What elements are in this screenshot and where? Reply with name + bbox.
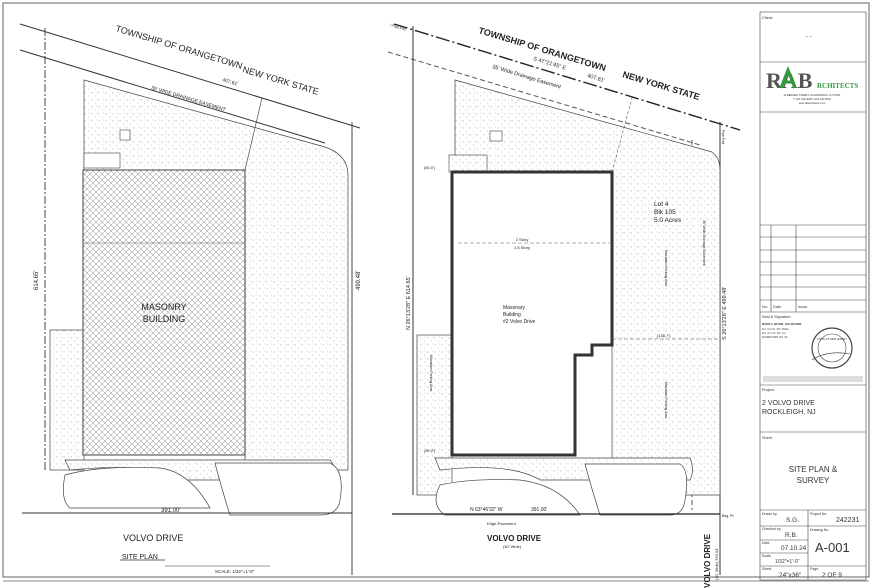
acres-label: 5.0 Acres <box>654 217 682 224</box>
architect-name: RAMI A. BITAR, AIA NCARB <box>762 322 802 326</box>
logo-web: www.rabarchitects.com <box>799 101 826 105</box>
project-address: 2 VOLVO DRIVE <box>762 400 815 407</box>
license: R.A. NY LIC. NO. 21... <box>762 332 787 335</box>
masonry-building <box>82 169 246 456</box>
architect-seal <box>811 327 853 369</box>
bottom-bearing: N 63°46'32" W <box>470 507 503 513</box>
street-label: VOLVO DRIVE <box>487 534 542 543</box>
building-label: Masonary <box>503 305 525 311</box>
project-label: Project. <box>762 388 775 392</box>
sheet-size-value: 24"x36" <box>779 572 802 579</box>
checked-by-value: R.B. <box>785 532 798 539</box>
plan-scale: SCALE: 1/32"=1'-0" <box>215 569 255 574</box>
client-label: Client: <box>762 15 773 20</box>
bottom-dimension: 391.00' <box>531 507 547 513</box>
offset-dimension: (50.0') <box>424 448 436 453</box>
sheet-title: SURVEY <box>797 476 830 485</box>
rab-architects-logo: RAB RCHITECTS 14 BERGEN STREET, HACKENSA… <box>766 65 858 105</box>
title-block <box>759 11 867 581</box>
drawn-by-value: S.G. <box>786 517 799 524</box>
drawing-no-label: Drawing No. <box>810 528 829 532</box>
drawing-no-value: A-001 <box>815 540 850 555</box>
lot-label: Lot 4 <box>654 201 669 208</box>
project-no-label: Project No. <box>810 512 827 516</box>
logo-address: 14 BERGEN STREET, HACKENSACK, NJ 07601 <box>783 93 841 97</box>
left-site-plan: TOWNSHIP OF ORANGETOWN NEW YORK STATE 40… <box>19 23 362 575</box>
easement-label: 35' Wide Drainage Easement <box>491 64 562 91</box>
pipe-found-label: Pipe Fnd. <box>721 130 725 145</box>
edge-pavement-label: Edge-Pavement <box>487 521 517 526</box>
top-dimension: 407.61' <box>221 77 238 87</box>
date-value: 07.10.24 <box>781 545 807 552</box>
building-label: BUILDING <box>143 314 186 324</box>
client-value: - - <box>806 34 812 40</box>
street-label: VOLVO DRIVE <box>123 533 183 543</box>
street-width-label: (40' Wide) <box>503 544 522 549</box>
license: R.A. NJ LIC. NO. 05221... <box>762 328 791 331</box>
rev-date-header: Date. <box>773 305 782 309</box>
right-bearing: S 26°13'28" E 499.48' <box>722 287 728 340</box>
sheet-title: SITE PLAN & <box>789 465 838 474</box>
sheet-size-label: Sheet. <box>762 567 772 571</box>
story-label: 2 Story <box>516 237 529 242</box>
parking-label: Macadam Parking Area <box>664 250 668 286</box>
bottom-dimension: 391.00' <box>161 508 181 514</box>
building-label: Building <box>503 312 521 318</box>
seal-text: STATE OF NEW JERSEY <box>817 337 847 341</box>
logo-phone: T: 201.343.3000 F:201.343.3030 <box>793 97 831 101</box>
right-dimension: 499.48' <box>356 271 362 291</box>
scale-label: Scale. <box>762 554 772 558</box>
offset-dimension: (138.7') <box>657 333 671 338</box>
building-label: #2 Volvo Drive <box>503 319 535 325</box>
plan-title: SITE PLAN <box>122 554 158 561</box>
page-label: Page. <box>810 567 819 571</box>
side-easement-label: 35' Wide Drainage Easement <box>702 220 706 265</box>
parking-label: Macadam Parking Area <box>664 382 668 418</box>
parking-label: Macadam Parking Area <box>429 355 433 391</box>
rev-issue-header: Issue. <box>798 305 808 309</box>
project-no-value: 242231 <box>836 517 859 524</box>
rev-no-header: No. <box>762 305 768 309</box>
date-label: Date. <box>762 541 770 545</box>
left-bearing: N 26°13'28" E 614.65' <box>406 276 412 330</box>
story-label: 1.5 Story <box>514 245 530 250</box>
sheet-label: Sheet. <box>762 436 773 440</box>
block-label: Blk 105 <box>654 209 676 216</box>
building-label: MASONRY <box>141 302 186 312</box>
right-survey-plan: TOWNSHIP OF ORANGETOWN NEW YORK STATE S … <box>387 23 741 588</box>
logo-architects: RCHITECTS <box>817 82 858 90</box>
state-label: NEW YORK STATE <box>241 64 320 96</box>
drawn-by-label: Drawn by. <box>762 512 778 516</box>
checked-by-label: Checked by. <box>762 527 781 531</box>
sheet-border <box>2 2 870 578</box>
masonry-building <box>450 170 614 457</box>
page-value: 2 OF 9 <box>822 572 842 579</box>
scale-value: 1/32"=1'-0" <box>775 559 800 565</box>
beginning-point-label: Beg. Pt. <box>722 514 734 518</box>
left-dimension: 614.65' <box>34 271 40 291</box>
seal-label: Seal & Signature. <box>762 315 792 319</box>
top-dimension: 407.61' <box>586 73 605 84</box>
offset-dimension: (50.0') <box>424 165 436 170</box>
side-street-label: VOLVO DRIVE <box>703 533 712 588</box>
license: NCARB CERT. NO. 64... <box>762 336 790 339</box>
township-label: TOWNSHIP OF ORANGETOWN <box>114 23 243 71</box>
title-block-text: Client: - - RAB RCHITECTS 14 BERGEN STRE… <box>762 15 859 579</box>
side-street-width-label: (40' Wide) 376.04' <box>714 548 719 580</box>
project-city: ROCKLEIGH, NJ <box>762 409 816 416</box>
pipe-found-label: I.Pipe Fnd. <box>390 23 407 32</box>
